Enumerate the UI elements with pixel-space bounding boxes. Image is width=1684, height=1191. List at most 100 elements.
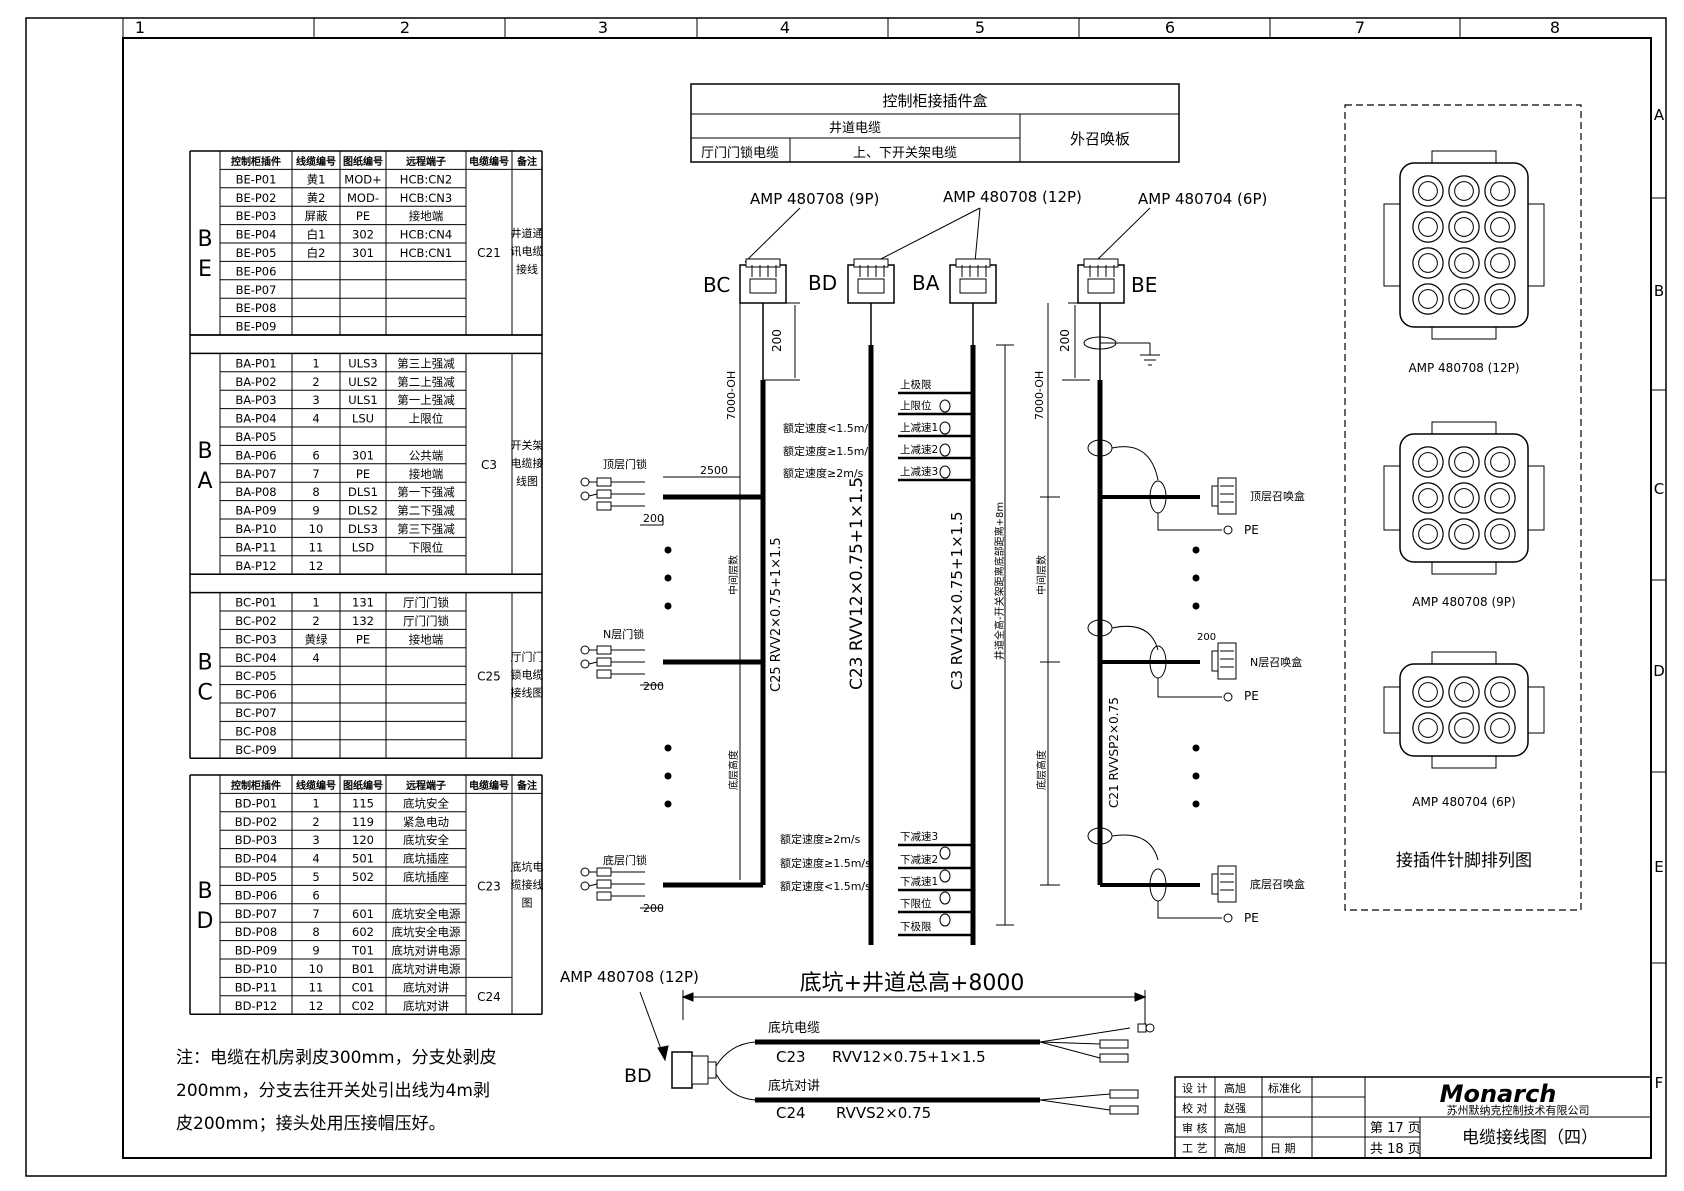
table-cell: 白1 bbox=[307, 228, 326, 242]
svg-text:200: 200 bbox=[1197, 632, 1216, 643]
table-cell: BD-P10 bbox=[235, 962, 277, 976]
table-cell: BD-P11 bbox=[235, 980, 277, 994]
table-header-cell: 远程端子 bbox=[406, 779, 446, 792]
svg-text:200: 200 bbox=[643, 512, 664, 525]
table-cell: BE-P09 bbox=[236, 320, 277, 334]
pin-socket bbox=[1448, 283, 1480, 315]
table-cell: HCB:CN2 bbox=[400, 172, 452, 186]
column-label: 2 bbox=[400, 18, 410, 37]
svg-text:200: 200 bbox=[770, 329, 784, 352]
pin-socket bbox=[1484, 175, 1516, 207]
pinout-6p-label: AMP 480704 (6P) bbox=[1412, 795, 1515, 809]
column-label: 4 bbox=[780, 18, 790, 37]
pinout-12p bbox=[1383, 150, 1545, 340]
table-header-cell: 备注 bbox=[516, 155, 537, 168]
table-cell: C02 bbox=[352, 999, 375, 1013]
table-cell: BA-P10 bbox=[235, 522, 276, 536]
connector-bd-icon bbox=[847, 258, 895, 304]
svg-text:中间层数: 中间层数 bbox=[1035, 555, 1048, 595]
svg-text:N层门锁: N层门锁 bbox=[603, 627, 644, 641]
table-cell: BC-P01 bbox=[235, 596, 276, 610]
table-cell: 7 bbox=[312, 467, 319, 481]
group-letter: C bbox=[197, 680, 212, 705]
switch-label: 上极限 bbox=[900, 378, 932, 391]
table-cell: 黄1 bbox=[307, 172, 326, 186]
pinout-12p-label: AMP 480708 (12P) bbox=[1408, 361, 1519, 375]
table-cell: LSD bbox=[352, 540, 375, 554]
switch-label: 下减速3 bbox=[900, 831, 938, 843]
svg-text:底层高度: 底层高度 bbox=[727, 750, 740, 790]
table-cell: 1 bbox=[312, 796, 319, 810]
group-remark: 接线 bbox=[516, 262, 538, 276]
table-cell: 12 bbox=[309, 999, 324, 1013]
table-cell: BA-P06 bbox=[235, 448, 276, 462]
table-cell: BE-P07 bbox=[236, 283, 277, 297]
table-header-cell: 图纸编号 bbox=[343, 155, 383, 168]
title-block-text: 设 计 高旭 标准化 校 对 赵强 审 核 高旭 工 艺 高旭 日 期 Mona… bbox=[1182, 1080, 1598, 1157]
connector-bc-icon bbox=[739, 258, 787, 304]
table-cell: 12 bbox=[309, 559, 324, 573]
row-label: E bbox=[1654, 858, 1663, 876]
pin-socket bbox=[1412, 247, 1444, 279]
table-cell: 白2 bbox=[307, 246, 326, 260]
svg-text:高旭: 高旭 bbox=[1224, 1081, 1246, 1095]
table-cell: 下限位 bbox=[409, 540, 444, 554]
table-cell: 10 bbox=[309, 962, 324, 976]
svg-text:底层召唤盒: 底层召唤盒 bbox=[1250, 877, 1305, 891]
pin-socket bbox=[1448, 482, 1480, 514]
group-cable: C25 bbox=[477, 669, 501, 683]
table-cell: BD-P12 bbox=[235, 999, 277, 1013]
table-cell: BA-P01 bbox=[235, 356, 276, 370]
continuation-dots bbox=[664, 546, 1200, 808]
table-header-cell: 电缆编号 bbox=[469, 779, 509, 792]
pin-socket bbox=[1412, 211, 1444, 243]
switch-label: 上减速2 bbox=[900, 444, 938, 456]
bc-label: BC bbox=[703, 273, 730, 297]
svg-text:C21 RVVSP2×0.75: C21 RVVSP2×0.75 bbox=[1107, 697, 1121, 808]
c23-cable: C23 RVV12×0.75+1×1.5 bbox=[847, 303, 874, 945]
pin-socket bbox=[1448, 211, 1480, 243]
header-switch-cable: 上、下开关架电缆 bbox=[853, 145, 957, 161]
svg-text:电缆接线图（四）: 电缆接线图（四） bbox=[1462, 1128, 1598, 1148]
table-cell: 黄2 bbox=[307, 191, 326, 205]
svg-text:标准化: 标准化 bbox=[1268, 1081, 1301, 1095]
bd-label: BD bbox=[808, 271, 837, 295]
c21-text: 200 7000-OH 中间层数 底层高度 C21 RVVSP2×0.75 20… bbox=[1033, 329, 1305, 925]
table-cell: 黄绿 bbox=[305, 632, 328, 646]
table-cell: 2 bbox=[312, 375, 319, 389]
svg-text:底坑+井道总高+8000: 底坑+井道总高+8000 bbox=[800, 971, 1025, 996]
table-cell: 5 bbox=[312, 870, 319, 884]
table-cell: 8 bbox=[312, 925, 319, 939]
column-label: 5 bbox=[975, 18, 985, 37]
monarch-logo: Monarch bbox=[1440, 1080, 1557, 1108]
svg-text:底层门锁: 底层门锁 bbox=[603, 853, 647, 867]
table-cell: 9 bbox=[312, 944, 319, 958]
table-cell: T01 bbox=[351, 944, 374, 958]
table-cell: 502 bbox=[352, 870, 374, 884]
amp-6p-label: AMP 480704 (6P) bbox=[1138, 190, 1267, 208]
svg-text:BD: BD bbox=[624, 1065, 652, 1087]
table-cell: BE-P05 bbox=[236, 246, 277, 260]
pin-socket bbox=[1412, 518, 1444, 550]
table-cell: BE-P06 bbox=[236, 264, 277, 278]
table-cell: 第一下强减 bbox=[397, 485, 455, 499]
svg-text:苏州默纳克控制技术有限公司: 苏州默纳克控制技术有限公司 bbox=[1447, 1103, 1590, 1117]
table-cell: BA-P03 bbox=[235, 393, 276, 407]
table-cell: 厅门门锁 bbox=[403, 614, 449, 628]
svg-text:井道全高-开关架距离底部距离+8m: 井道全高-开关架距离底部距离+8m bbox=[993, 502, 1006, 660]
table-header-cell: 控制柜插件 bbox=[231, 155, 281, 168]
table-cell: 8 bbox=[312, 485, 319, 499]
group-letter: B bbox=[197, 879, 212, 904]
table-header-cell: 远程端子 bbox=[406, 155, 446, 168]
svg-text:底坑对讲: 底坑对讲 bbox=[768, 1078, 820, 1094]
svg-text:7000-OH: 7000-OH bbox=[725, 371, 738, 420]
pin-socket bbox=[1484, 676, 1516, 708]
pinout-9p bbox=[1383, 421, 1545, 575]
row-label: A bbox=[1654, 106, 1665, 124]
pin-socket bbox=[1484, 247, 1516, 279]
title-block bbox=[1174, 1076, 1652, 1159]
pin-socket bbox=[1448, 247, 1480, 279]
